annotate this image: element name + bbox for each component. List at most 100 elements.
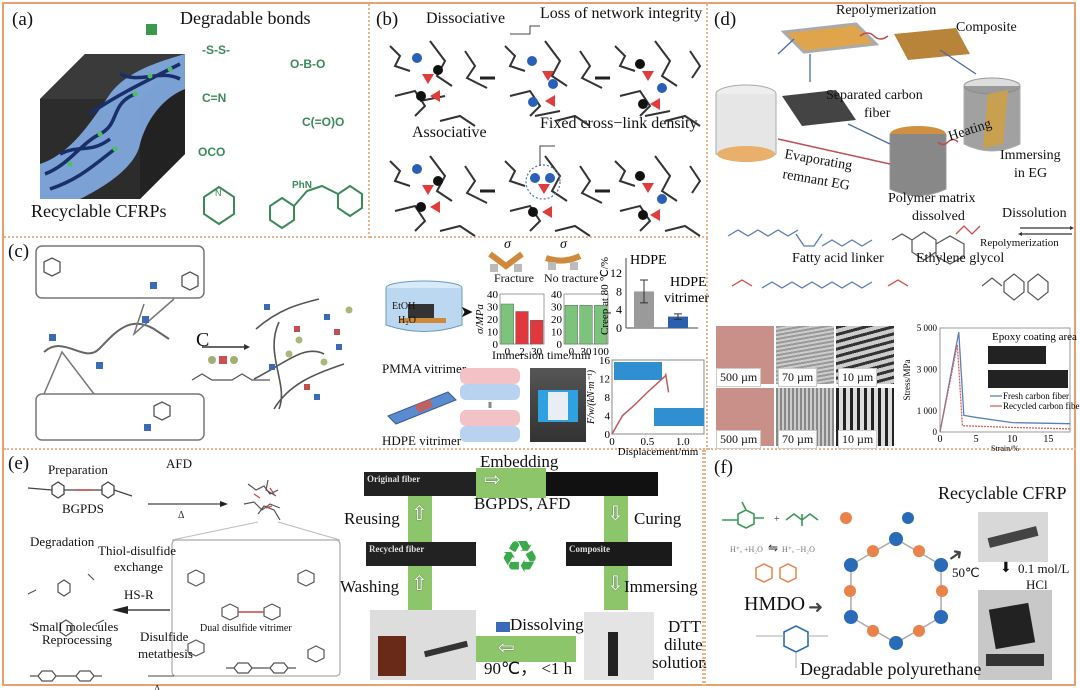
y-axis-label: F/w/(kN·m⁻¹) — [586, 369, 597, 425]
blue-node — [934, 610, 949, 624]
reprocessing-label: Reprocessing — [42, 632, 113, 647]
equilibrium-icon: ⇋ — [768, 541, 779, 555]
y-tick-label: 0 — [605, 429, 611, 441]
bar — [594, 305, 608, 345]
blue-node — [889, 636, 903, 650]
svg-text:Δ: Δ — [178, 510, 185, 521]
recyclable-cfrp-title: Recyclable CFRP — [938, 483, 1067, 503]
x-tick-label: 100 — [592, 346, 609, 358]
svg-text:+: + — [774, 514, 780, 525]
y-tick-label: 1 000 — [917, 406, 938, 416]
fracture-label: Fracture — [494, 271, 534, 285]
series-line — [939, 332, 1071, 433]
orange-node — [913, 545, 925, 558]
condition-left: H⁺, +H₂O — [730, 545, 763, 554]
hdpe-vitrimer-label: HDPE vitrimer — [382, 433, 462, 448]
pmma-vitrimer-scheme — [35, 245, 353, 441]
ethylene-glycol-structure — [955, 225, 981, 235]
equilibrium-arrows-icon — [1018, 226, 1074, 236]
y-tick-label: 10 — [487, 327, 499, 339]
condition-right: H⁺, −H₂O — [782, 545, 815, 554]
dissolution-label: Dissolution — [1002, 206, 1067, 221]
panel-b-label: (b) — [376, 9, 399, 30]
original-fiber-photo: Original fiber — [364, 472, 476, 496]
hmdo-structure — [755, 563, 797, 583]
orange-node — [867, 545, 879, 558]
y-axis-label: Creep at 80 ℃/% — [599, 257, 611, 335]
panel-d-label: (d) — [714, 9, 737, 30]
y-tick-label: 8 — [616, 284, 622, 298]
embedding-label: Embedding — [480, 452, 559, 471]
x-tick-label: 5 — [974, 434, 979, 445]
orange-node — [936, 585, 948, 597]
bar — [668, 316, 688, 328]
x-tick-label: 0 — [569, 346, 575, 358]
recycled-fiber-photo: Recycled fiber — [366, 542, 476, 566]
flow-top-bar — [476, 468, 546, 498]
thiol-disulfide-label: Thiol-disulfide — [98, 543, 176, 558]
flow-bottom-bar — [476, 636, 576, 662]
network-schematic — [389, 25, 702, 237]
bar — [579, 305, 593, 345]
legend-square-icon — [146, 24, 157, 35]
x-axis-label: Strain/% — [991, 444, 1019, 453]
y-axis-label: σ/MPa — [474, 304, 486, 334]
arrow-up-washing-icon: ⇧ — [411, 573, 428, 595]
category-label: HDPE — [630, 253, 667, 268]
y-tick-label: 30 — [487, 302, 499, 314]
immersion-xlabel: Immersion time/min — [492, 348, 591, 362]
bgpds-synthesis-scheme: Δ Δ — [27, 479, 341, 690]
temperature-label: 50℃ — [952, 565, 980, 580]
category-label: vitrimer — [664, 291, 709, 306]
bisphenol-structure — [981, 273, 1049, 301]
y-tick-label: 12 — [599, 374, 610, 386]
polyurethane-ring — [843, 532, 949, 650]
bond-disulfide-icon: -S-S- — [202, 43, 230, 57]
y-tick-label: 5 000 — [917, 323, 938, 333]
y-tick-label: 8 — [605, 392, 611, 404]
small-molecules-label: Small molecules — [32, 619, 119, 634]
svg-text:PhN: PhN — [292, 180, 312, 191]
orange-node — [913, 624, 925, 637]
arrow-down-icon: ⬇ — [1000, 561, 1012, 576]
acid-name: HCl — [1026, 577, 1048, 592]
svg-text:Δ: Δ — [154, 684, 161, 690]
dissociative-label: Dissociative — [426, 10, 506, 27]
dual-disulfide-label: Dual disulfide vitrimer — [200, 623, 292, 634]
bgpds-label: BGPDS — [62, 501, 104, 516]
y-tick-label: 3 000 — [917, 365, 938, 375]
plot-frame — [611, 359, 705, 435]
solution-label: solution — [652, 653, 707, 672]
catalyst-label: C — [196, 329, 210, 351]
cfrp-beaker-photo-2 — [978, 590, 1052, 680]
loss-of-integrity-note: Loss of network integrity — [540, 5, 703, 22]
scalebar-4: 500 µm — [716, 430, 762, 449]
panel-f-label: (f) — [714, 457, 733, 478]
series-line — [611, 372, 670, 435]
y-axis-label: Stress/MPa — [902, 359, 912, 400]
inset-photo-bottom — [654, 408, 704, 426]
y-tick-label: 16 — [599, 355, 611, 367]
x-tick-label: 0 — [938, 434, 943, 445]
ethylene-glycol-label: Ethylene glycol — [916, 251, 1005, 266]
y-tick-label: 0 — [616, 321, 622, 335]
bar — [634, 291, 654, 328]
category-label: HDPE — [670, 275, 707, 290]
dissolving-marker-icon — [496, 622, 510, 632]
panel-e-label: (e) — [8, 453, 30, 474]
cfrp-cube-illustration — [40, 54, 185, 199]
x-tick-label: 10 — [1007, 434, 1017, 445]
reusing-label: Reusing — [344, 509, 400, 528]
bar — [530, 320, 544, 345]
arrow-left-dissolving-icon: ⇦ — [498, 637, 515, 659]
y-tick-label: 0 — [933, 427, 938, 437]
panel-a-label: (a) — [12, 9, 34, 30]
arrow-right-icon: ➤ — [460, 304, 474, 321]
y-tick-label: 10 — [551, 327, 563, 339]
arrow-down-immersing-icon: ⇩ — [607, 573, 624, 595]
acid-concentration: 0.1 mol/L — [1018, 561, 1070, 576]
inset-fiber-2 — [988, 370, 1068, 388]
bond-ester-icon: C(=O)O — [302, 115, 345, 129]
fatty-acid-label: Fatty acid linker — [792, 251, 884, 266]
